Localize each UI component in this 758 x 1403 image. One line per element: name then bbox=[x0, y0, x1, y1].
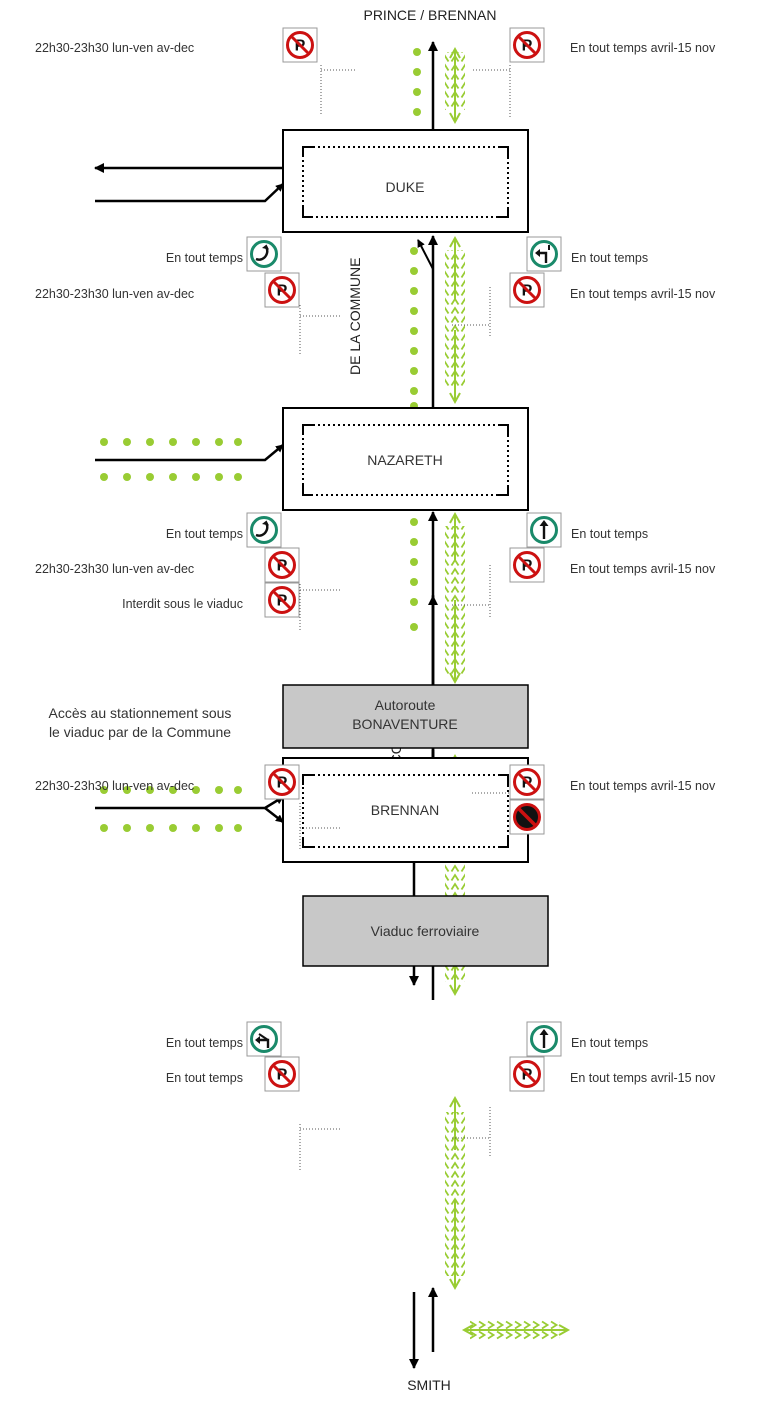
u-turn-icon bbox=[245, 235, 283, 273]
intersection-label: NAZARETH bbox=[367, 452, 442, 468]
sign-text: En tout temps avril-15 nov bbox=[570, 779, 716, 793]
parking-note-line2: le viaduc par de la Commune bbox=[49, 724, 231, 740]
sign-text: En tout temps bbox=[571, 251, 648, 265]
sign-text: En tout temps bbox=[166, 251, 243, 265]
intersection-duke: DUKE bbox=[282, 129, 529, 233]
sign-text: En tout temps bbox=[571, 1036, 648, 1050]
sign-text: En tout temps avril-15 nov bbox=[570, 562, 716, 576]
no-parking-icon bbox=[263, 271, 301, 309]
sign-text: En tout temps bbox=[166, 1071, 243, 1085]
no-parking-icon bbox=[508, 763, 546, 801]
railway-label: Viaduc ferroviaire bbox=[371, 923, 480, 939]
intersection-nazareth: NAZARETH bbox=[282, 407, 529, 511]
no-parking-icon bbox=[263, 763, 301, 801]
sign-text: Interdit sous le viaduc bbox=[122, 597, 243, 611]
no-parking-icon bbox=[508, 26, 546, 64]
no-stopping-icon bbox=[508, 798, 546, 836]
sign-text: En tout temps avril-15 nov bbox=[570, 287, 716, 301]
no-parking-icon bbox=[508, 271, 546, 309]
sign-text: En tout temps bbox=[166, 527, 243, 541]
highway-label-line2: BONAVENTURE bbox=[352, 716, 458, 732]
sign-text: En tout temps bbox=[571, 527, 648, 541]
no-parking-icon bbox=[508, 1055, 546, 1093]
street-axis-upper: DE LA COMMUNE bbox=[347, 258, 363, 375]
highway-overpass: Autoroute BONAVENTURE bbox=[282, 684, 529, 749]
no-parking-icon bbox=[281, 26, 319, 64]
sign-text: 22h30-23h30 lun-ven av-dec bbox=[35, 779, 194, 793]
railway-viaduct: Viaduc ferroviaire bbox=[302, 895, 549, 967]
no-parking-icon bbox=[263, 1055, 301, 1093]
street-bottom: SMITH bbox=[407, 1377, 451, 1393]
u-turn-icon bbox=[245, 511, 283, 549]
no-parking-icon bbox=[263, 546, 301, 584]
no-parking-icon bbox=[508, 546, 546, 584]
intersection-brennan: BRENNAN bbox=[282, 757, 529, 863]
left-turn-icon bbox=[245, 1020, 283, 1058]
sign-text: En tout temps bbox=[166, 1036, 243, 1050]
sign-text: 22h30-23h30 lun-ven av-dec bbox=[35, 41, 194, 55]
intersection-label: BRENNAN bbox=[371, 802, 439, 818]
intersection-label: DUKE bbox=[386, 179, 425, 195]
highway-label-line1: Autoroute bbox=[375, 697, 436, 713]
no-parking-icon bbox=[263, 581, 301, 619]
street-top: PRINCE / BRENNAN bbox=[363, 7, 496, 23]
straight-only-icon bbox=[525, 511, 563, 549]
sign-text: 22h30-23h30 lun-ven av-dec bbox=[35, 287, 194, 301]
sign-text: En tout temps avril-15 nov bbox=[570, 1071, 716, 1085]
sign-leaders bbox=[299, 65, 511, 1172]
sign-text: En tout temps avril-15 nov bbox=[570, 41, 716, 55]
straight-only-icon bbox=[525, 1020, 563, 1058]
sign-text: 22h30-23h30 lun-ven av-dec bbox=[35, 562, 194, 576]
parking-note-line1: Accès au stationnement sous bbox=[49, 705, 232, 721]
left-turn-icon bbox=[525, 235, 563, 273]
